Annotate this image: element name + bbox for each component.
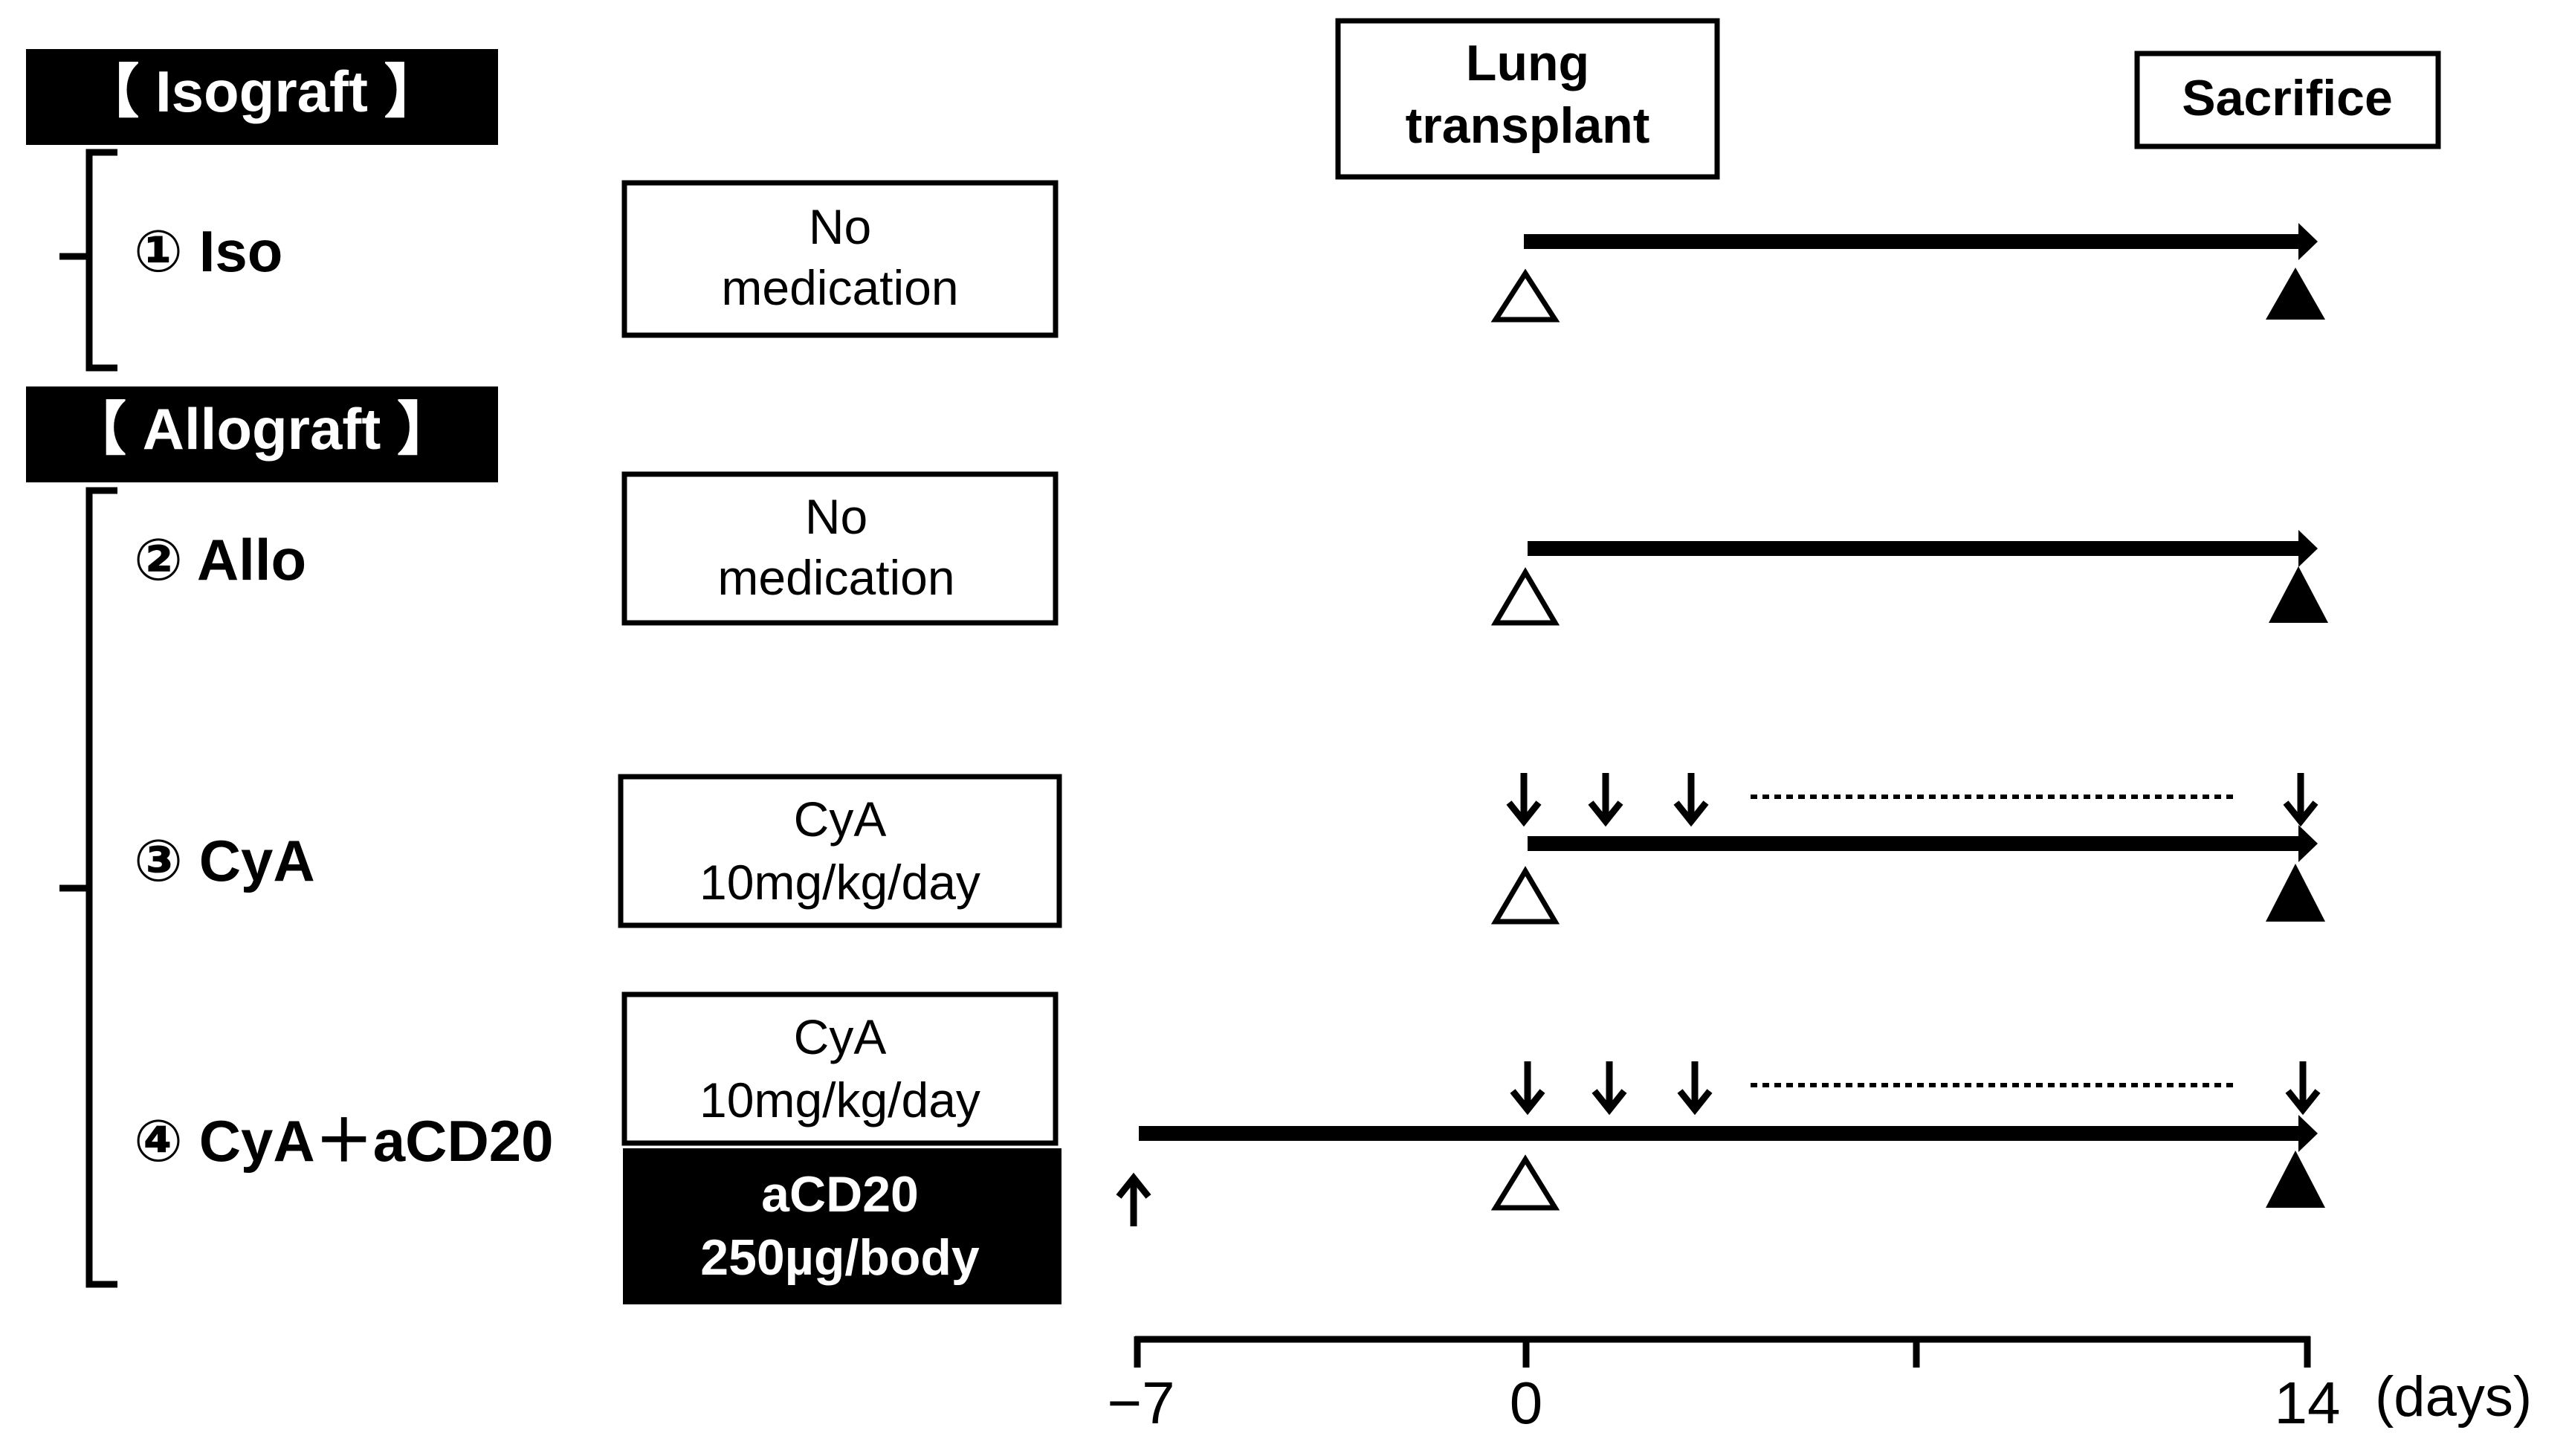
dose-arrows: [1506, 773, 2318, 827]
dose-arrow-icon: [1588, 773, 1623, 827]
acd20-dose-up-arrow-icon: [1116, 1172, 1151, 1226]
transplant-marker-open-triangle: [1490, 268, 1560, 323]
treatment-line: medication: [721, 260, 958, 315]
allograft-brace: [59, 487, 117, 1288]
header-line: transplant: [1406, 97, 1650, 154]
sacrifice-marker-filled-triangle: [2269, 566, 2328, 623]
sacrifice-marker-filled-triangle: [2266, 268, 2325, 320]
axis-tick-label: 0: [1510, 1370, 1543, 1436]
transplant-marker-open-triangle: [1490, 866, 1560, 925]
treatment-box-acd20: aCD20 250µg/body: [623, 1148, 1061, 1304]
axis-tick-label: −7: [1107, 1370, 1174, 1436]
timeline-iso: [1490, 223, 2325, 323]
header-line: Sacrifice: [2182, 70, 2393, 126]
group-label-iso: ① Iso: [134, 219, 282, 284]
treatment-line: 250µg/body: [700, 1229, 980, 1286]
group-label-cya-acd20: ④ CyA＋aCD20: [134, 1108, 554, 1174]
dose-arrow-icon: [1677, 1061, 1713, 1116]
treatment-line: CyA: [794, 792, 887, 847]
timeline-arrowhead: [2298, 825, 2318, 862]
treatment-line: CyA: [794, 1009, 887, 1064]
timeline-cya: [1490, 773, 2325, 925]
axis-tick-label: 14: [2275, 1370, 2341, 1436]
dose-arrow-icon: [1673, 773, 1709, 827]
timeline-arrowhead: [2298, 530, 2318, 567]
timeline-allo: [1490, 530, 2328, 626]
allograft-section-header: 【 Allograft 】: [26, 386, 498, 482]
treatment-line: 10mg/kg/day: [699, 1072, 980, 1127]
sacrifice-marker-filled-triangle: [2266, 864, 2325, 922]
lung-transplant-box: Lung transplant: [1335, 18, 1720, 180]
group-label-cya: ③ CyA: [134, 828, 315, 893]
dose-arrow-icon: [1506, 773, 1542, 827]
group-label-allo: ② Allo: [134, 527, 306, 592]
treatment-box-allo: No medication: [621, 471, 1059, 626]
sacrifice-box: Sacrifice: [2134, 51, 2441, 149]
treatment-line: No: [805, 489, 867, 544]
allograft-header-text: 【 Allograft 】: [68, 396, 455, 462]
treatment-line: aCD20: [761, 1166, 919, 1223]
header-line: Lung: [1466, 35, 1589, 91]
dose-arrow-icon: [2285, 1061, 2321, 1116]
sacrifice-marker-filled-triangle: [2266, 1151, 2325, 1208]
timeline-arrowhead: [2298, 223, 2318, 260]
day-axis: −7 0 14 (days): [1107, 1336, 2532, 1436]
dose-arrow-icon: [1592, 1061, 1627, 1116]
dose-arrow-icon: [1510, 1061, 1545, 1116]
isograft-header-text: 【 Isograft 】: [81, 59, 442, 124]
dose-arrows: [1510, 1061, 2321, 1116]
axis-unit-label: (days): [2375, 1365, 2532, 1429]
treatment-line: medication: [717, 550, 954, 605]
dose-arrow-icon: [2283, 773, 2318, 827]
treatment-box-cya-acd20: CyA 10mg/kg/day: [621, 991, 1059, 1146]
timeline-arrowhead: [2298, 1115, 2318, 1152]
isograft-brace: [59, 149, 117, 372]
transplant-marker-open-triangle: [1490, 567, 1560, 626]
transplant-marker-open-triangle: [1490, 1154, 1560, 1211]
isograft-section-header: 【 Isograft 】: [26, 49, 498, 145]
treatment-line: No: [809, 199, 871, 254]
timeline-cya-acd20: [1116, 1061, 2325, 1226]
treatment-line: 10mg/kg/day: [699, 855, 980, 910]
treatment-box-cya: CyA 10mg/kg/day: [618, 774, 1062, 928]
treatment-box-iso: No medication: [621, 180, 1059, 338]
